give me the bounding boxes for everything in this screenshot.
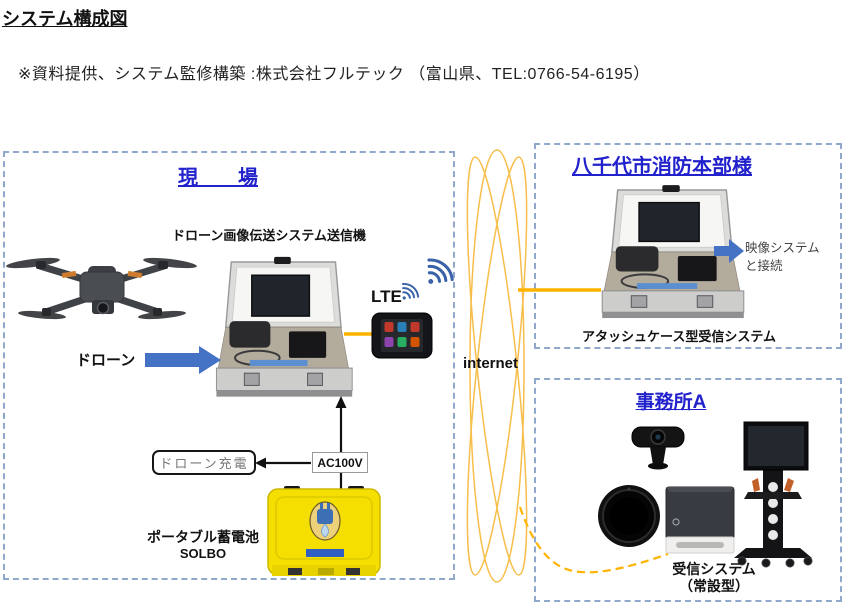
transmitter-label: ドローン画像伝送システム送信機 (172, 228, 366, 243)
ac100v-label: AC100V (317, 455, 363, 470)
office-title: 事務所A (635, 392, 707, 413)
video-system-label-line1: 映像システム (745, 241, 820, 255)
fire-hq-title: 八千代市消防本部様 (572, 156, 752, 178)
ac100v-box: AC100V (312, 452, 368, 473)
office-receiver-label-line2: （常設型） (679, 578, 749, 594)
drone-label: ドローン (76, 352, 136, 369)
battery-label: ポータブル蓄電池 (147, 529, 259, 545)
office-receiver-label-line1: 受信システム (672, 561, 756, 577)
video-system-label-line2: と接続 (745, 259, 783, 273)
fire-hq-region-box (534, 143, 842, 349)
attache-receiver-label: アタッシュケース型受信システム (582, 329, 776, 344)
drone-charge-label: ドローン充電 (159, 456, 249, 471)
lte-label: LTE (371, 287, 402, 306)
battery-model-label: SOLBO (179, 546, 227, 561)
site-title: 現 場 (178, 167, 258, 189)
page-title: システム構成図 (2, 9, 128, 29)
internet-label: internet (463, 355, 519, 372)
drone-charge-box: ドローン充電 (152, 450, 256, 475)
credit-note: ※資料提供、システム監修構築 :株式会社フルテック （富山県、TEL:0766-… (18, 66, 650, 83)
site-region-box (3, 151, 455, 580)
office-region-box (534, 378, 842, 602)
